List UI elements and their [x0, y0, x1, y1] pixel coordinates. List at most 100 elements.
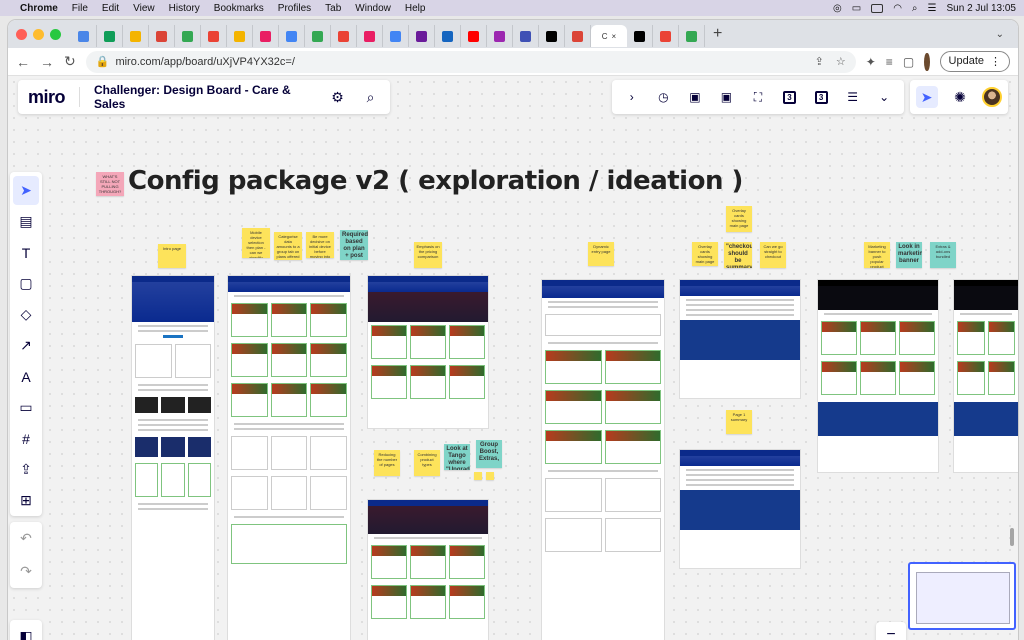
zoom-window-icon[interactable]	[50, 28, 61, 40]
new-tab-button[interactable]: +	[713, 25, 723, 42]
undo-icon[interactable]: ↶	[20, 530, 32, 546]
battery-icon[interactable]	[871, 3, 884, 13]
browser-tab[interactable]	[305, 25, 331, 47]
timer-icon[interactable]: ◷	[658, 90, 669, 104]
browser-tab[interactable]	[357, 25, 383, 47]
sticky-note[interactable]: Combining product types	[414, 450, 440, 476]
sticky-note[interactable]: Overlay cards showing main page	[726, 206, 752, 232]
redo-icon[interactable]: ↷	[20, 563, 32, 579]
sticky-note[interactable]: Emphasis on the pricing comparison	[414, 242, 442, 268]
browser-tab-active[interactable]: C×	[591, 25, 627, 47]
forward-icon[interactable]: →	[40, 53, 54, 70]
sticky-note[interactable]: Marketing banner to push popular product	[864, 242, 890, 268]
sticky-note[interactable]: Intro page	[158, 244, 186, 268]
sticky-note[interactable]: Mobile device selection then plan - can …	[242, 228, 270, 258]
frame-icon[interactable]: #	[22, 430, 30, 447]
browser-tab[interactable]	[513, 25, 539, 47]
settings-gear-icon[interactable]: ⚙	[331, 88, 344, 105]
board-panel-toggle-icon[interactable]: ◧	[10, 620, 42, 640]
sticky-note[interactable]: Required based on plan + post policy	[340, 230, 368, 260]
browser-tab[interactable]	[539, 25, 565, 47]
browser-tab[interactable]	[461, 25, 487, 47]
sticky-note[interactable]: Be more decisive on initial device befor…	[306, 232, 334, 258]
reactions-icon[interactable]: ✺	[954, 88, 966, 105]
browser-tab[interactable]	[383, 25, 409, 47]
chevron-right-icon[interactable]: ›	[629, 90, 634, 104]
sticky-note[interactable]: "checkout" should be summary	[724, 242, 752, 268]
sticky-note[interactable]: Look in marketing banner	[896, 242, 922, 268]
page-mockup[interactable]	[368, 276, 488, 428]
page-mockup[interactable]	[680, 280, 800, 398]
page-mockup[interactable]	[368, 500, 488, 640]
shapes-icon[interactable]: ◇	[20, 306, 32, 322]
select-cursor-icon[interactable]: ➤	[13, 176, 39, 205]
url-field[interactable]: 🔒 miro.com/app/board/uXjVP4YX32c=/ ⇪ ☆	[85, 50, 856, 73]
browser-tab[interactable]	[435, 25, 461, 47]
bookmark-star-icon[interactable]: ☆	[835, 56, 846, 68]
page-mockup[interactable]	[132, 276, 214, 640]
user-avatar[interactable]	[982, 87, 1003, 107]
page-mockup[interactable]	[954, 280, 1018, 472]
sticky-note[interactable]: Extras & add-ons bundled	[930, 242, 956, 268]
reload-icon[interactable]: ↻	[64, 53, 76, 69]
back-icon[interactable]: ←	[16, 53, 30, 70]
page-mockup[interactable]	[680, 450, 800, 568]
menu-help[interactable]: Help	[404, 2, 426, 14]
sticky-note[interactable]: Look at Tango where "Upgrades"	[444, 444, 470, 470]
sticky-note[interactable]: Can we go straight to checkout	[760, 242, 786, 268]
menu-edit[interactable]: Edit	[101, 2, 120, 14]
reading-list-icon[interactable]: ≡	[885, 54, 893, 69]
wifi-icon[interactable]: ◠	[893, 2, 902, 14]
text-tool-icon[interactable]: T	[21, 244, 31, 261]
sticky-note[interactable]: Page 1 summary	[726, 410, 752, 434]
browser-tab[interactable]	[627, 25, 653, 47]
menu-view[interactable]: View	[133, 2, 155, 14]
creative-cloud-icon[interactable]: ◎	[833, 2, 842, 14]
voting-icon[interactable]: ▣	[720, 90, 733, 104]
browser-tab[interactable]	[409, 25, 435, 47]
sticky-note[interactable]: WHAT'S STILL NOT PULLING THROUGH?	[96, 172, 124, 196]
search-icon[interactable]: ⌕	[366, 88, 375, 105]
sticky-note-small[interactable]	[474, 472, 482, 480]
board-canvas[interactable]: miro Challenger: Design Board - Care & S…	[8, 76, 1018, 640]
counter-1[interactable]: 3	[779, 86, 801, 108]
browser-tab[interactable]	[123, 25, 149, 47]
menu-file[interactable]: File	[71, 2, 88, 14]
menu-profiles[interactable]: Profiles	[277, 2, 312, 14]
board-minimap[interactable]	[908, 562, 1016, 630]
close-tab-icon[interactable]: ×	[611, 31, 617, 41]
page-mockup[interactable]	[818, 280, 938, 472]
minimize-window-icon[interactable]	[33, 28, 44, 40]
side-panel-icon[interactable]: ▢	[902, 54, 915, 69]
lock-icon[interactable]: 🔒	[95, 56, 110, 68]
profile-avatar[interactable]	[924, 52, 930, 71]
sticky-note[interactable]: Dynamic entry page	[588, 242, 614, 266]
browser-tab[interactable]	[97, 25, 123, 47]
miro-logo[interactable]: miro	[28, 86, 66, 107]
menu-window[interactable]: Window	[355, 2, 391, 14]
chevrons-down-icon[interactable]: ⌄	[879, 90, 890, 104]
menu-bookmarks[interactable]: Bookmarks	[213, 2, 264, 14]
menu-tab[interactable]: Tab	[325, 2, 342, 14]
browser-tab[interactable]	[331, 25, 357, 47]
zoom-out-button[interactable]: −	[876, 622, 906, 640]
update-button[interactable]: Update ⋮	[939, 51, 1010, 72]
browser-tab[interactable]	[253, 25, 279, 47]
search-icon[interactable]: ⌕	[911, 2, 918, 14]
more-apps-icon[interactable]: ⊞	[20, 492, 32, 508]
vertical-scrollbar[interactable]	[1010, 528, 1014, 546]
cursor-follow-icon[interactable]: ➤	[915, 86, 938, 108]
browser-tab[interactable]	[175, 25, 201, 47]
browser-tab[interactable]	[279, 25, 305, 47]
extensions-icon[interactable]: ✦	[865, 54, 876, 69]
menu-history[interactable]: History	[168, 2, 200, 14]
display-icon[interactable]: ▭	[851, 2, 862, 14]
notes-icon[interactable]: ☰	[847, 90, 858, 104]
comment-icon[interactable]: ▭	[19, 399, 33, 415]
sticky-note[interactable]: Reducing the number of pages	[374, 450, 400, 476]
close-window-icon[interactable]	[16, 28, 27, 40]
page-mockup[interactable]	[228, 276, 350, 640]
card-add-icon[interactable]: ▣	[689, 90, 701, 104]
page-mockup[interactable]	[542, 280, 664, 640]
pen-icon[interactable]: A	[21, 368, 31, 385]
